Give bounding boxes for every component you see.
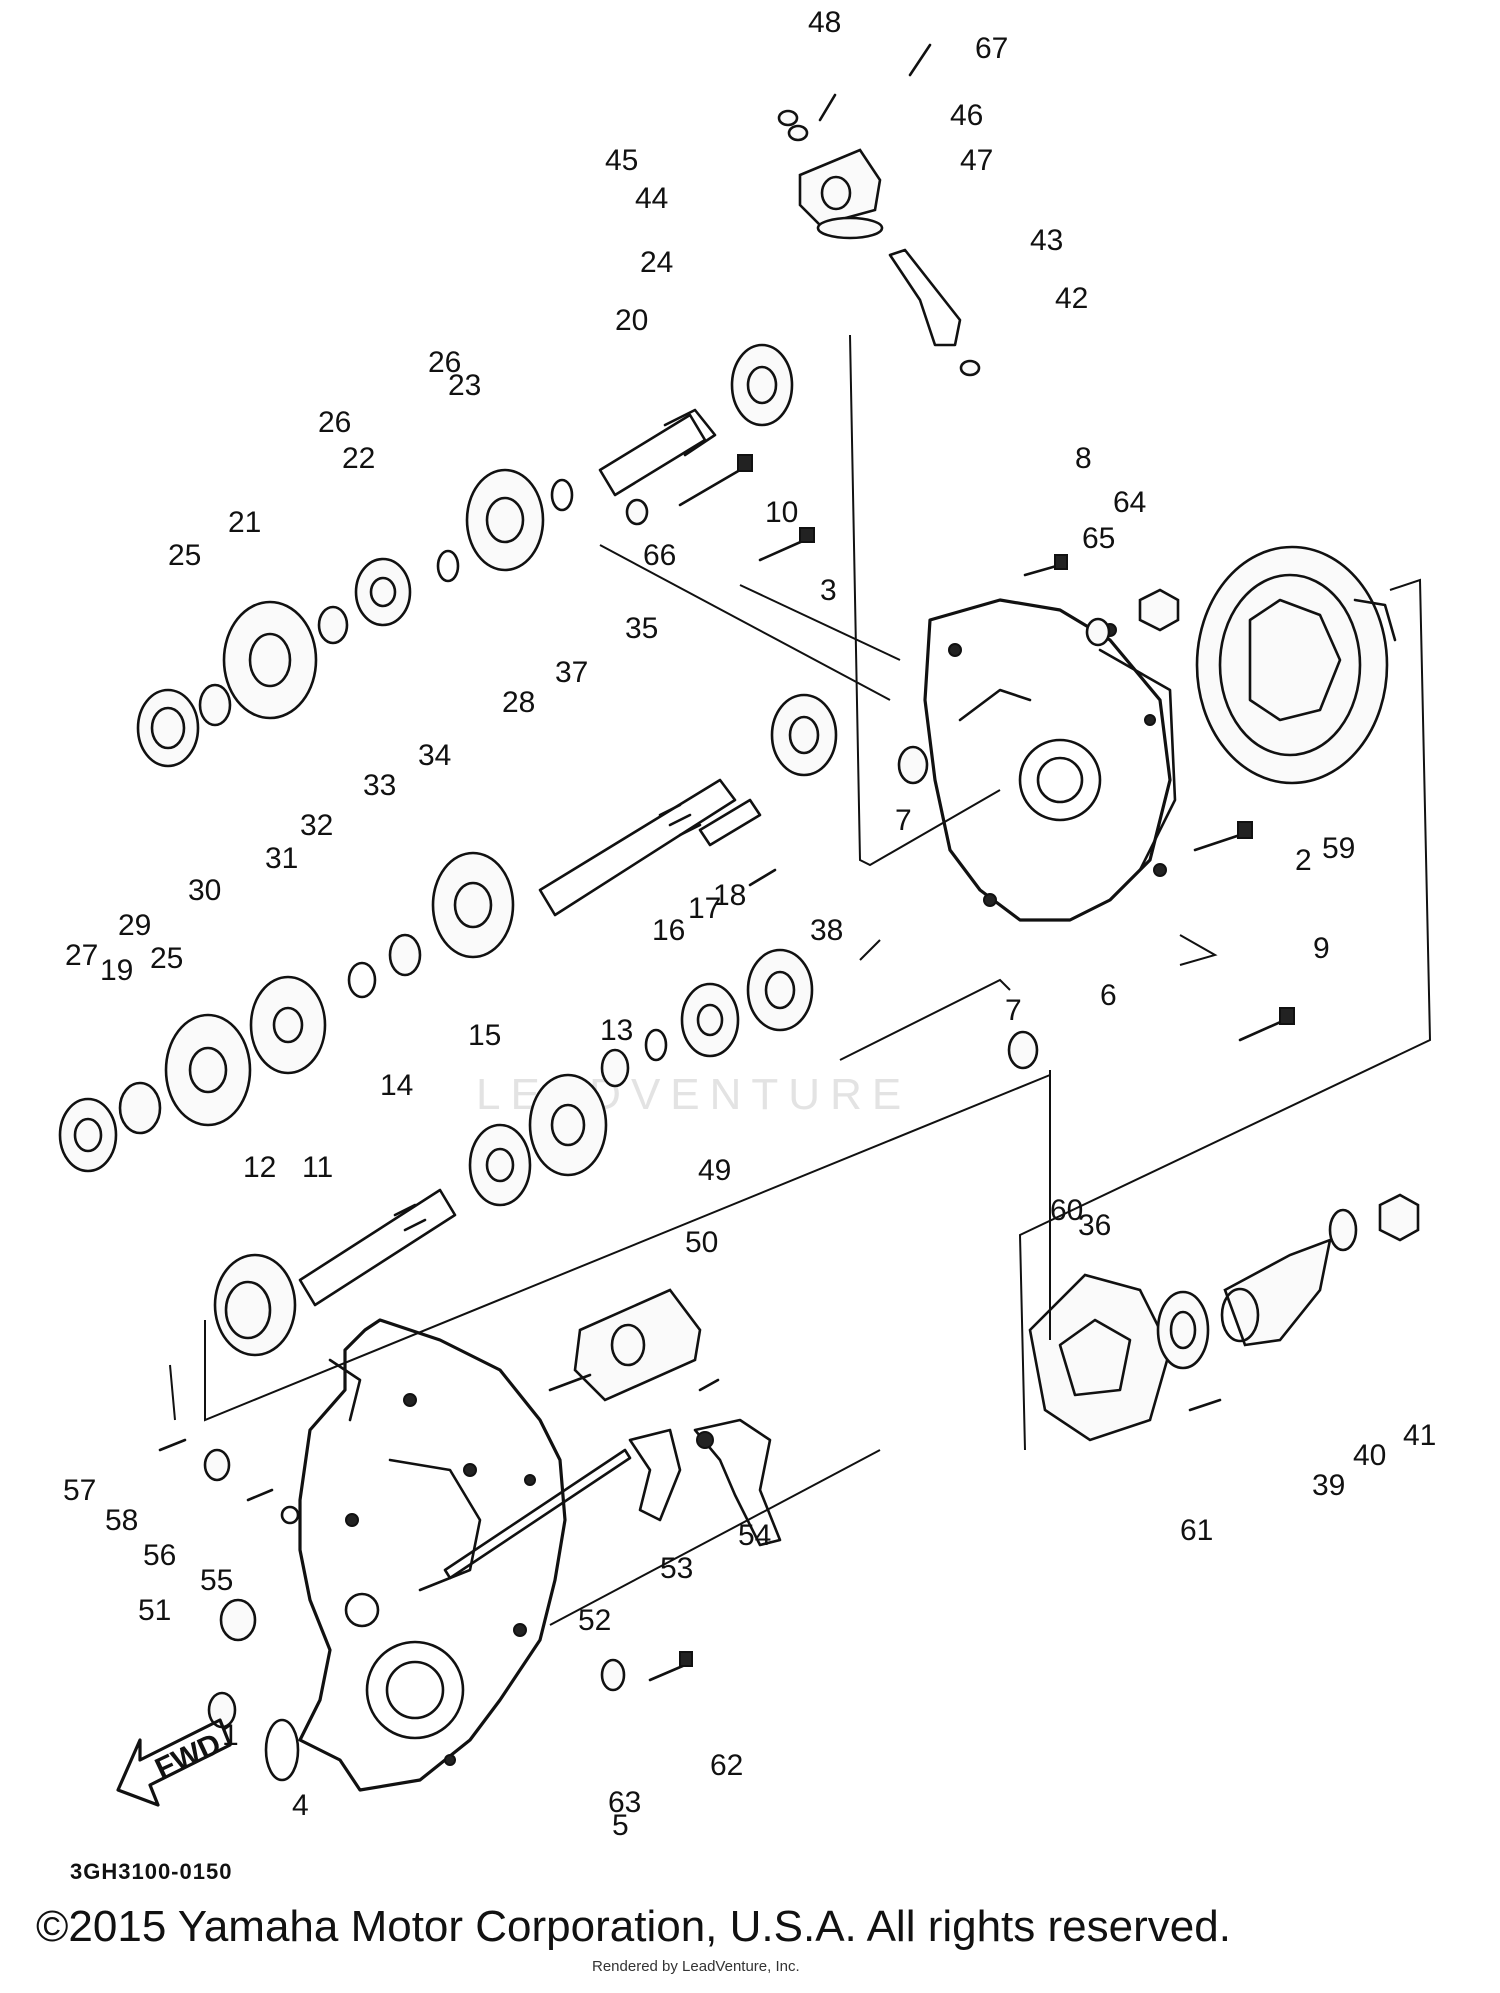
bolts-hardware [158, 43, 1295, 1782]
part-label-41: 41 [1403, 1419, 1436, 1452]
part-label-40: 40 [1353, 1439, 1386, 1472]
part-label-8: 8 [1075, 442, 1092, 475]
main-axle [538, 778, 737, 917]
part-label-62: 62 [710, 1749, 743, 1782]
part-label-29: 29 [118, 909, 151, 942]
shift-fork-54 [693, 1418, 782, 1547]
part-label-43: 43 [1030, 224, 1063, 257]
part-label-66: 66 [643, 539, 676, 572]
part-label-23: 23 [448, 369, 481, 402]
forward-arrow: FWD [116, 1718, 232, 1807]
part-label-7: 7 [1005, 994, 1022, 1027]
part-label-59: 59 [1322, 832, 1355, 865]
part-label-25: 25 [168, 539, 201, 572]
part-label-3: 3 [820, 574, 837, 607]
part-label-33: 33 [363, 769, 396, 802]
right-crankcase-cover [923, 598, 1177, 922]
part-label-54: 54 [738, 1519, 771, 1552]
shift-fork-53 [628, 1428, 682, 1522]
shift-rod [443, 1448, 632, 1580]
part-label-15: 15 [468, 1019, 501, 1052]
part-label-7: 7 [895, 804, 912, 837]
part-label-60: 60 [1050, 1194, 1083, 1227]
part-label-11: 11 [302, 1151, 333, 1184]
part-label-2: 2 [1295, 844, 1312, 877]
part-label-37: 37 [555, 656, 588, 689]
part-label-58: 58 [105, 1504, 138, 1537]
copyright-notice: ©2015 Yamaha Motor Corporation, U.S.A. A… [36, 1902, 1231, 1951]
part-label-35: 35 [625, 612, 658, 645]
part-label-51: 51 [138, 1594, 171, 1627]
drive-axle [298, 1188, 457, 1307]
part-label-5: 5 [612, 1809, 629, 1842]
part-label-12: 12 [243, 1151, 276, 1184]
part-number-labels: 1234567789101112131415161718192021222324… [63, 6, 1436, 1842]
part-label-63: 63 [608, 1786, 641, 1819]
part-label-17: 17 [688, 892, 721, 925]
part-label-44: 44 [635, 182, 668, 215]
gear-set [58, 343, 838, 1357]
part-label-27: 27 [65, 939, 98, 972]
part-label-34: 34 [418, 739, 451, 772]
rendered-by-note: Rendered by LeadVenture, Inc. [592, 1958, 800, 1975]
diagram-code: 3GH3100-0150 [70, 1859, 233, 1884]
part-label-45: 45 [605, 144, 638, 177]
part-label-52: 52 [578, 1604, 611, 1637]
part-label-65: 65 [1082, 522, 1115, 555]
part-label-28: 28 [502, 686, 535, 719]
part-label-55: 55 [200, 1564, 233, 1597]
part-label-48: 48 [808, 6, 841, 39]
part-label-25: 25 [150, 942, 183, 975]
part-label-6: 6 [1100, 979, 1117, 1012]
drive-flange-parts [1028, 1193, 1420, 1442]
part-label-32: 32 [300, 809, 333, 842]
grouping-lines [169, 334, 1432, 1626]
part-label-50: 50 [685, 1226, 718, 1259]
part-label-49: 49 [698, 1154, 731, 1187]
part-label-9: 9 [1313, 932, 1330, 965]
part-label-16: 16 [652, 914, 685, 947]
part-label-30: 30 [188, 874, 221, 907]
left-crankcase-cover [298, 1318, 567, 1792]
part-label-4: 4 [292, 1789, 309, 1822]
part-label-26: 26 [428, 346, 461, 379]
middle-drive-pinion [598, 408, 717, 497]
part-label-26: 26 [318, 406, 351, 439]
part-label-39: 39 [1312, 1469, 1345, 1502]
part-label-19: 19 [100, 954, 133, 987]
drive-cover [1195, 545, 1397, 785]
part-label-53: 53 [660, 1552, 693, 1585]
part-label-47: 47 [960, 144, 993, 177]
part-label-42: 42 [1055, 282, 1088, 315]
part-label-46: 46 [950, 99, 983, 132]
speedometer-gear [798, 148, 962, 347]
part-label-18: 18 [713, 879, 746, 912]
part-label-13: 13 [600, 1014, 633, 1047]
part-label-14: 14 [380, 1069, 413, 1102]
part-label-24: 24 [640, 246, 673, 279]
part-label-20: 20 [615, 304, 648, 337]
part-label-56: 56 [143, 1539, 176, 1572]
shift-drum [548, 1288, 702, 1402]
part-label-21: 21 [228, 506, 261, 539]
part-label-36: 36 [1078, 1209, 1111, 1242]
part-label-10: 10 [765, 496, 798, 529]
part-label-31: 31 [265, 842, 298, 875]
part-label-61: 61 [1180, 1514, 1213, 1547]
part-label-57: 57 [63, 1474, 96, 1507]
part-label-64: 64 [1113, 486, 1146, 519]
part-label-67: 67 [975, 32, 1008, 65]
part-label-1: 1 [222, 1719, 239, 1752]
part-label-38: 38 [810, 914, 843, 947]
part-label-22: 22 [342, 442, 375, 475]
